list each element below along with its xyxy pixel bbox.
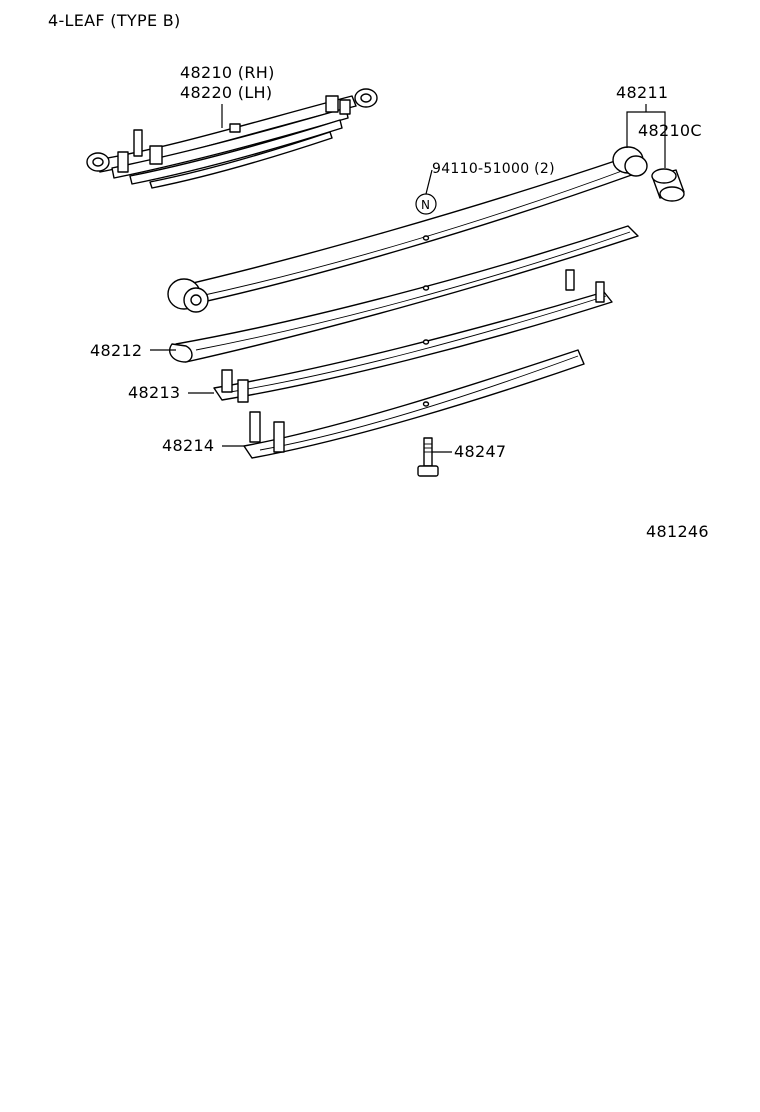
callout-spring-rh: 48210 (RH)	[180, 63, 275, 82]
center-bolt-48247	[417, 437, 439, 477]
diagram-title: 4-LEAF (TYPE B)	[48, 11, 181, 30]
main-leaf-48211	[167, 146, 648, 313]
leaf-48214	[243, 349, 585, 459]
callout-leaf-48214: 48214	[162, 436, 215, 455]
leaf-48213	[213, 269, 613, 403]
callout-leaf-48213: 48213	[128, 383, 181, 402]
new-part-symbol	[415, 193, 437, 215]
diagram-number: 481246	[646, 522, 709, 541]
callout-spring-lh: 48220 (LH)	[180, 83, 273, 102]
callout-center-bolt: 48247	[454, 442, 507, 461]
callout-leaf-48212: 48212	[90, 341, 143, 360]
callout-bushing: 48210C	[638, 121, 702, 140]
new-part-symbol-label: N	[421, 198, 431, 212]
callout-nut: 94110-51000 (2)	[432, 161, 555, 177]
callout-leaf-48211: 48211	[616, 83, 669, 102]
bushing-48210c	[651, 168, 685, 202]
leaf-48212	[168, 225, 639, 363]
spring-assembly-illustration	[86, 88, 378, 189]
